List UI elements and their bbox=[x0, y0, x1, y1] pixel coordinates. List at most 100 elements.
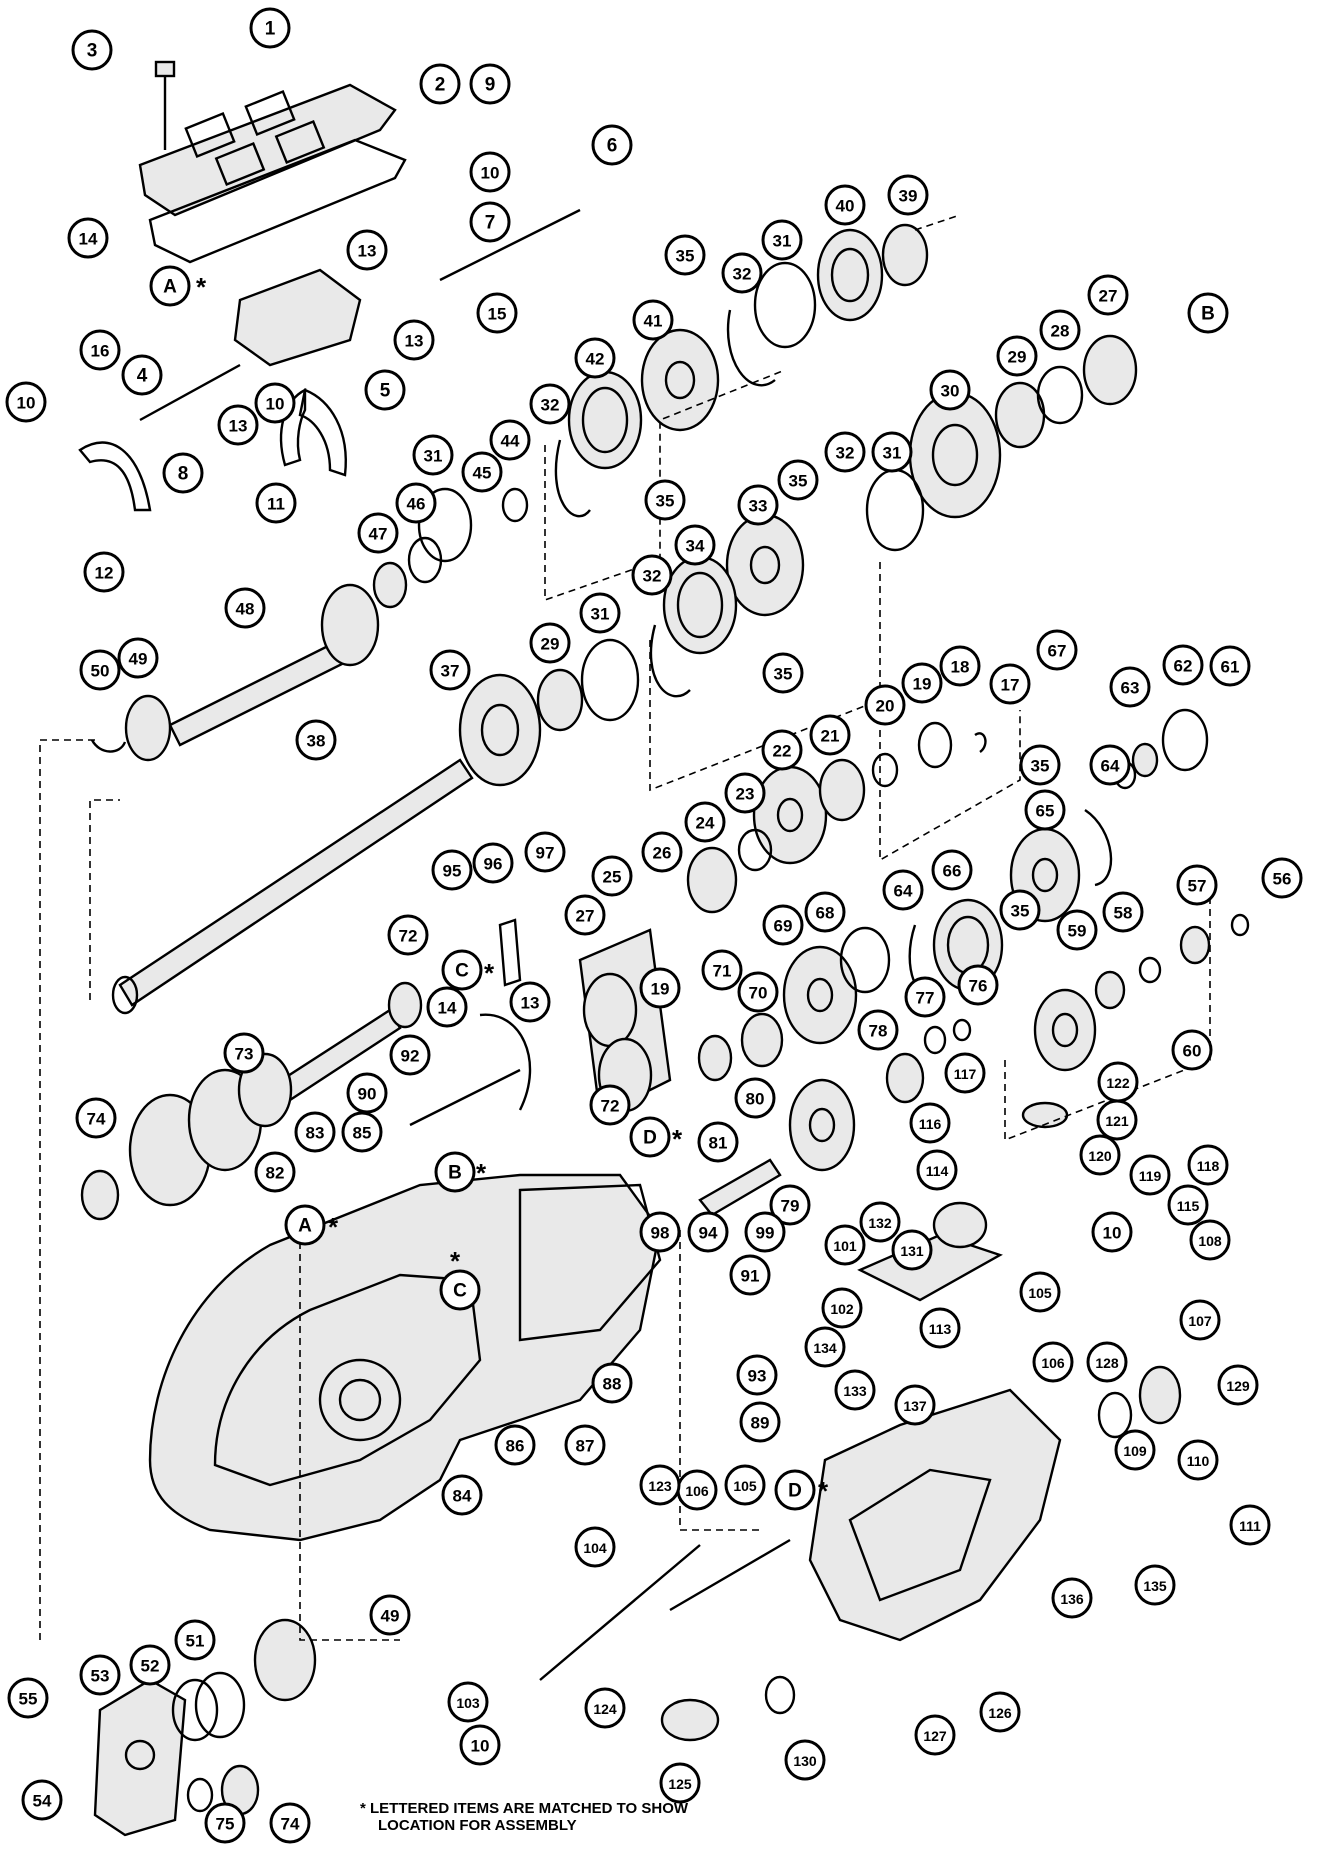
callout-circle bbox=[1032, 1341, 1074, 1383]
sleeve-23 bbox=[737, 828, 773, 872]
callout-label: 127 bbox=[923, 1728, 947, 1744]
rail-90 bbox=[409, 1068, 521, 1127]
bearing-74-upper bbox=[80, 1169, 120, 1221]
callout-68: 68 bbox=[804, 891, 846, 933]
callout-label: 50 bbox=[91, 662, 110, 681]
hub-33 bbox=[725, 513, 805, 617]
callout-circle bbox=[1176, 864, 1218, 906]
callout-label: 103 bbox=[456, 1695, 480, 1711]
callout-86: 86 bbox=[494, 1424, 536, 1466]
callout-22: 22 bbox=[761, 729, 803, 771]
callout-label: 42 bbox=[586, 350, 605, 369]
callout-circle bbox=[476, 292, 518, 334]
callout-circle bbox=[864, 684, 906, 726]
callout-label: 34 bbox=[686, 537, 705, 556]
callout-label: 99 bbox=[756, 1224, 775, 1243]
callout-circle bbox=[904, 976, 946, 1018]
callout-15: 15 bbox=[476, 292, 518, 334]
callout-circle bbox=[489, 419, 531, 461]
callout-circle bbox=[346, 229, 388, 271]
callout-label: A bbox=[163, 277, 177, 298]
callout-69: 69 bbox=[762, 904, 804, 946]
callout-28: 28 bbox=[1039, 309, 1081, 351]
callout-circle bbox=[223, 1032, 265, 1074]
callout-label: 13 bbox=[405, 332, 424, 351]
callout-label: 10 bbox=[1103, 1224, 1122, 1243]
callout-107: 107 bbox=[1179, 1299, 1221, 1341]
callout-circle bbox=[697, 1121, 739, 1163]
callout-circle bbox=[589, 1084, 631, 1126]
callout-circle bbox=[341, 1111, 383, 1153]
callout-circle bbox=[931, 849, 973, 891]
callout-label: 74 bbox=[281, 1815, 300, 1834]
callout-label: 59 bbox=[1068, 922, 1087, 941]
callout-circle bbox=[644, 479, 686, 521]
callout-label: C bbox=[453, 1281, 467, 1302]
asterisk-a-mid: * bbox=[328, 1212, 339, 1242]
callout-circle bbox=[441, 1474, 483, 1516]
callout-9: 9 bbox=[469, 63, 511, 105]
callout-44: 44 bbox=[489, 419, 531, 461]
center-plate-25 bbox=[578, 928, 672, 1117]
callout-circle bbox=[441, 949, 483, 991]
callout-label: 72 bbox=[399, 927, 418, 946]
callout-130: 130 bbox=[784, 1739, 826, 1781]
callout-58: 58 bbox=[1102, 891, 1144, 933]
gear-24 bbox=[686, 846, 738, 914]
callout-circle bbox=[1091, 1211, 1133, 1253]
callout-circle bbox=[461, 451, 503, 493]
callout-label: 35 bbox=[676, 247, 695, 266]
callout-label: 114 bbox=[926, 1163, 949, 1179]
callout-label: 49 bbox=[381, 1607, 400, 1626]
callout-label: 68 bbox=[816, 904, 835, 923]
callout-label: 46 bbox=[407, 495, 426, 514]
shift-cover-plate bbox=[138, 83, 397, 217]
callout-circle bbox=[736, 1354, 778, 1396]
callout-circle bbox=[129, 1644, 171, 1686]
callout-circle bbox=[21, 1779, 63, 1821]
callout-label: 129 bbox=[1226, 1378, 1250, 1394]
mainshaft-38 bbox=[111, 758, 474, 1015]
callout-circle bbox=[1179, 1299, 1221, 1341]
callout-115: 115 bbox=[1167, 1184, 1209, 1226]
callout-label: 21 bbox=[821, 727, 840, 746]
callout-57: 57 bbox=[1176, 864, 1218, 906]
callout-label: 25 bbox=[603, 868, 622, 887]
bearing-57 bbox=[1179, 925, 1211, 965]
callout-label: 88 bbox=[603, 1375, 622, 1394]
callout-19: 19 bbox=[639, 967, 681, 1009]
callout-label: 120 bbox=[1088, 1148, 1112, 1164]
callout-label: 85 bbox=[353, 1124, 372, 1143]
callout-circle bbox=[431, 849, 473, 891]
callout-label: 4 bbox=[137, 366, 148, 387]
callout-label: 67 bbox=[1048, 642, 1067, 661]
callout-circle bbox=[5, 381, 47, 423]
callout-label: 81 bbox=[709, 1134, 728, 1153]
callout-label: 19 bbox=[913, 675, 932, 694]
callout-65: 65 bbox=[1024, 789, 1066, 831]
callout-label: 126 bbox=[988, 1705, 1012, 1721]
part-callouts: 123910671314A151316451013108111235323140… bbox=[5, 7, 1303, 1844]
callout-circle bbox=[989, 663, 1031, 705]
callout-104: 104 bbox=[574, 1526, 616, 1568]
callout-label: 49 bbox=[129, 650, 148, 669]
gear-69 bbox=[782, 945, 858, 1045]
callout-circle bbox=[1229, 1504, 1271, 1546]
callout-label: 124 bbox=[593, 1701, 617, 1717]
callout-label: D bbox=[643, 1128, 657, 1149]
callout-label: 28 bbox=[1051, 322, 1070, 341]
callout-circle bbox=[1019, 744, 1061, 786]
callout-circle bbox=[1177, 1439, 1219, 1481]
callout-circle bbox=[254, 382, 296, 424]
callout-circle bbox=[1109, 666, 1151, 708]
callout-circle bbox=[639, 1464, 681, 1506]
callout-circle bbox=[639, 1211, 681, 1253]
callout-circle bbox=[469, 151, 511, 193]
callout-79: 79 bbox=[769, 1184, 811, 1226]
callout-62: 62 bbox=[1162, 644, 1204, 686]
assembly-footnote: * LETTERED ITEMS ARE MATCHED TO SHOW LOC… bbox=[360, 1800, 688, 1834]
callout-label: 136 bbox=[1060, 1591, 1084, 1607]
callout-129: 129 bbox=[1217, 1364, 1259, 1406]
shift-tower bbox=[233, 268, 362, 367]
callout-41: 41 bbox=[632, 299, 674, 341]
